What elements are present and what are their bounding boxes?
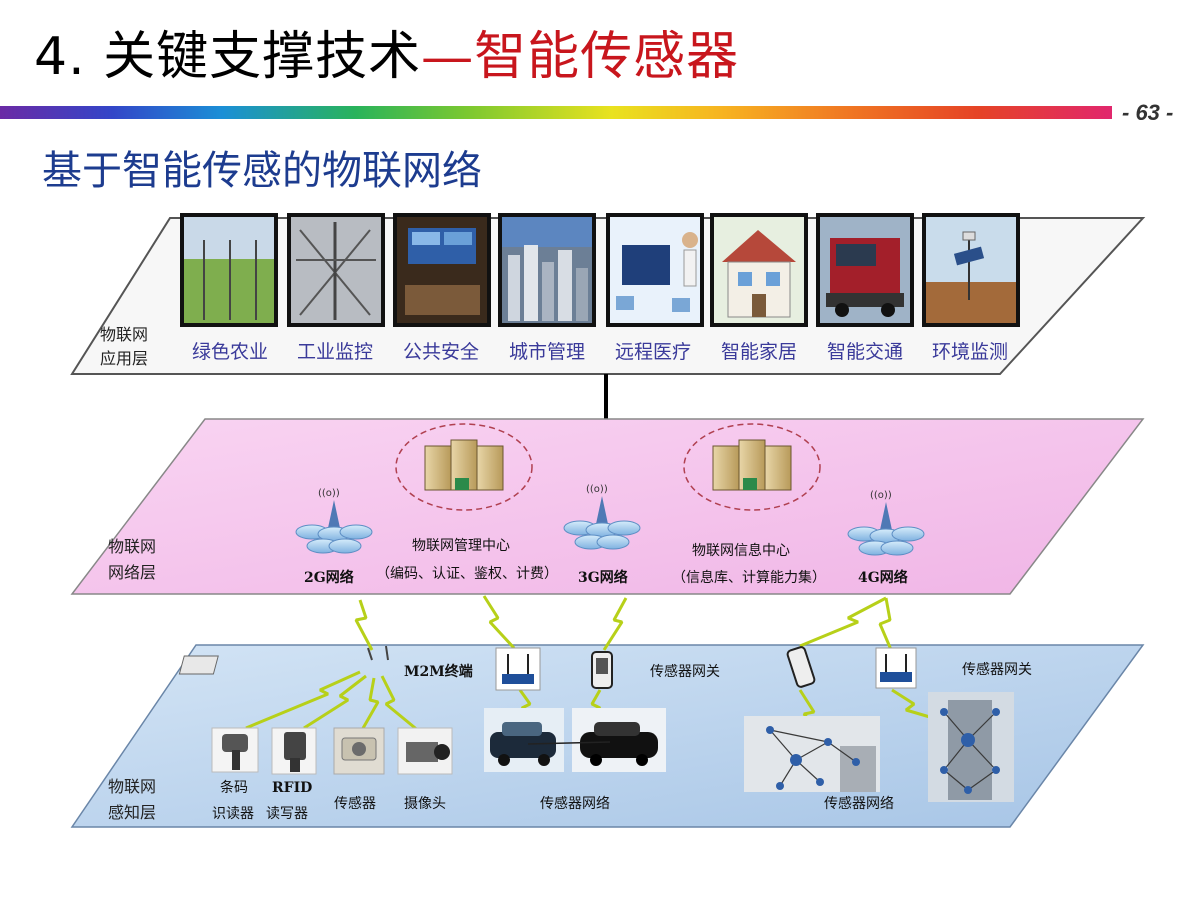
info-center-servers xyxy=(712,439,792,491)
wireless-links xyxy=(245,595,941,741)
app-image-telemedicine xyxy=(606,213,704,327)
base-station-2g: ((o)) xyxy=(295,488,373,554)
m2m-terminal-device xyxy=(178,645,389,675)
sensor-gateway-label-2: 传感器网关 xyxy=(962,661,1032,678)
link-3g-gateway xyxy=(482,595,516,650)
sensor-network-label-1: 传感器网络 xyxy=(540,795,610,812)
app-layer-label-line1: 物联网 xyxy=(100,325,148,344)
perception-layer-label-line1: 物联网 xyxy=(108,777,156,796)
slide-title: 4. 关键支撑技术—智能传感器 xyxy=(34,22,739,92)
barcode-reader-label-line2: 识读器 xyxy=(212,805,254,822)
rfid-reader-device xyxy=(271,727,317,775)
app-label-industrial: 工业监控 xyxy=(297,341,373,363)
app-layer-label-line2: 应用层 xyxy=(100,349,148,368)
sensor-gateway-phone-2 xyxy=(786,646,816,688)
rfid-reader-label-line2: 读写器 xyxy=(266,805,308,822)
mgmt-center-detail: （编码、认证、鉴权、计费） xyxy=(376,566,558,582)
sensor-device xyxy=(333,727,385,775)
page-number: - 63 - xyxy=(1122,100,1174,125)
base-station-4g-signal: ((o)) xyxy=(870,490,892,501)
sensor-network-label-2: 传感器网络 xyxy=(824,795,894,812)
link-3g-phone xyxy=(602,597,628,651)
app-label-environment: 环境监测 xyxy=(932,341,1008,363)
camera-label: 摄像头 xyxy=(404,796,446,812)
sensor-label: 传感器 xyxy=(334,795,376,812)
m2m-terminal-label: M2M终端 xyxy=(404,663,473,680)
app-label-smart-home: 智能家居 xyxy=(721,341,797,363)
car-sensor-network xyxy=(484,708,666,772)
app-image-city-management xyxy=(498,213,596,327)
base-station-3g: ((o)) xyxy=(563,484,641,550)
base-station-3g-signal: ((o)) xyxy=(586,484,608,495)
link-m2m-barcode xyxy=(245,670,361,730)
link-4g-gateway-a xyxy=(799,596,887,648)
mgmt-center-ring xyxy=(395,423,533,511)
mgmt-center-label: 物联网管理中心 xyxy=(412,538,510,554)
info-center-ring xyxy=(683,423,821,511)
app-image-environment-monitoring xyxy=(922,213,1020,327)
info-center-label: 物联网信息中心 xyxy=(692,542,790,559)
perception-layer-label-line2: 感知层 xyxy=(108,803,156,822)
link-m2m-rfid xyxy=(303,674,367,730)
sensor-gateway-router-1 xyxy=(495,647,541,691)
app-image-industrial xyxy=(287,213,385,327)
sensor-gateway-label-1: 传感器网关 xyxy=(650,663,720,680)
app-label-smart-traffic: 智能交通 xyxy=(827,341,903,363)
link-2g-m2m xyxy=(354,599,374,651)
sensor-gateway-router-2 xyxy=(875,647,917,689)
barcode-reader-label-line1: 条码 xyxy=(220,779,248,796)
slide-title-main: 4. 关键支撑技术 xyxy=(34,27,422,87)
rainbow-divider xyxy=(0,106,1112,119)
network-4g-label: 4G网络 xyxy=(858,569,908,586)
link-4g-gateway-b xyxy=(878,597,894,653)
app-label-city-management: 城市管理 xyxy=(509,341,585,363)
base-station-2g-signal: ((o)) xyxy=(318,488,340,499)
mgmt-center-servers xyxy=(424,439,504,491)
link-m2m-camera xyxy=(380,675,421,734)
barcode-reader-device xyxy=(211,727,259,773)
base-station-4g: ((o)) xyxy=(847,490,925,556)
mesh-sensor-network xyxy=(744,716,880,792)
app-image-agriculture xyxy=(180,213,278,327)
app-label-public-security: 公共安全 xyxy=(403,341,479,363)
slide-subtitle: 基于智能传感的物联网络 xyxy=(42,148,482,194)
camera-device xyxy=(397,727,453,775)
link-gateway2-network xyxy=(891,688,941,722)
app-image-public-security xyxy=(393,213,491,327)
building-sensor-network xyxy=(928,692,1014,802)
link-m2m-sensor xyxy=(360,677,380,731)
sensor-gateway-phone xyxy=(591,651,613,689)
info-center-detail: （信息库、计算能力集） xyxy=(672,569,826,586)
app-image-smart-traffic xyxy=(816,213,914,327)
rfid-reader-label-line1: RFID xyxy=(272,780,312,796)
app-label-telemedicine: 远程医疗 xyxy=(615,341,691,363)
network-layer-label-line1: 物联网 xyxy=(108,537,156,556)
app-label-agriculture: 绿色农业 xyxy=(192,341,268,363)
app-image-smart-home xyxy=(710,213,808,327)
slide-title-topic: —智能传感器 xyxy=(421,27,740,87)
network-3g-label: 3G网络 xyxy=(578,569,628,586)
network-layer-label-line2: 网络层 xyxy=(108,563,156,582)
network-2g-label: 2G网络 xyxy=(304,569,354,586)
network-layer-plane xyxy=(70,418,1145,595)
